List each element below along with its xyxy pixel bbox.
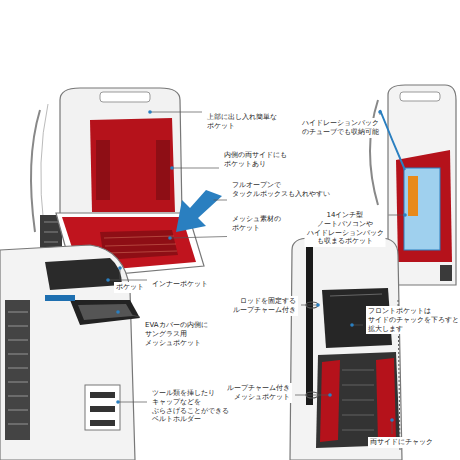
- label-anchor: ロッドを固定する ループチャーム付き: [231, 296, 298, 316]
- leader-dot: [170, 166, 174, 170]
- leader-dot: [118, 266, 122, 270]
- leader-line: [212, 200, 227, 201]
- leader-line: [118, 312, 140, 317]
- leader-dot: [328, 393, 332, 397]
- callout-label: フルオープンで タックルボックスも入れやすい: [230, 180, 332, 200]
- label-anchor: 14インチ型 ノートパソコンや ハイドレーションパック も収まるポケット: [305, 210, 386, 247]
- callout-label: ハイドレーションパック のチューブでも収納可能: [300, 118, 381, 138]
- leader-dot: [378, 110, 382, 114]
- leader-line: [118, 402, 147, 403]
- callout-label: フロントポケットは サイドのチャックを下ろすと 拡大します: [366, 306, 460, 334]
- label-anchor: インナーポケット: [150, 279, 210, 290]
- leader-dot: [210, 198, 214, 202]
- label-anchor: 上部に出し入れ簡単な ポケット: [205, 112, 279, 132]
- leader-dot: [116, 400, 120, 404]
- leader-dot: [403, 213, 407, 217]
- label-anchor: 両サイドにチャック: [368, 437, 435, 448]
- label-anchor: ポケット: [114, 282, 146, 293]
- leader-line: [301, 305, 318, 306]
- leader-line: [108, 280, 147, 281]
- callout-label: EVAカバーの内側に サングラス用 メッシュポケット: [143, 320, 210, 348]
- leader-dot: [350, 323, 354, 327]
- callout-label: メッシュ素材の ポケット: [230, 214, 283, 234]
- callout-label: 上部に出し入れ簡単な ポケット: [205, 112, 279, 132]
- callout-label: 14インチ型 ノートパソコンや ハイドレーションパック も収まるポケット: [305, 210, 386, 247]
- eva-cover-backpack: [0, 245, 140, 460]
- label-anchor: EVAカバーの内側に サングラス用 メッシュポケット: [143, 320, 210, 348]
- leader-dot: [316, 303, 320, 307]
- leader-line: [389, 215, 406, 216]
- rod-holder-backpack: [290, 228, 402, 460]
- label-anchor: ツール類を挿したり キャップなどを ぶらさげることができる ベルトホルダー: [150, 388, 231, 425]
- callout-label: 内側の両サイドにも ポケットあり: [222, 150, 289, 170]
- leader-dot: [106, 278, 110, 282]
- label-anchor: フルオープンで タックルボックスも入れやすい: [230, 180, 332, 200]
- leader-line: [170, 237, 227, 239]
- leader-line: [150, 112, 202, 113]
- callout-label: ループチャーム付き メッシュポケット: [225, 383, 292, 403]
- leader-line: [295, 395, 330, 396]
- leader-dot: [148, 110, 152, 114]
- callout-label: ツール類を挿したり キャップなどを ぶらさげることができる ベルトホルダー: [150, 388, 231, 425]
- callout-label: 両サイドにチャック: [368, 437, 435, 448]
- label-anchor: ハイドレーションパック のチューブでも収納可能: [300, 118, 381, 138]
- callout-label: インナーポケット: [150, 279, 210, 290]
- label-anchor: ループチャーム付き メッシュポケット: [225, 383, 292, 403]
- leader-dot: [390, 418, 394, 422]
- callout-label: ロッドを固定する ループチャーム付き: [231, 296, 298, 316]
- leader-dot: [168, 236, 172, 240]
- leader-dot: [116, 310, 120, 314]
- label-anchor: 内側の両サイドにも ポケットあり: [222, 150, 289, 170]
- label-anchor: メッシュ素材の ポケット: [230, 214, 283, 234]
- leader-line: [172, 168, 219, 169]
- callout-label: ポケット: [114, 282, 146, 293]
- label-anchor: フロントポケットは サイドのチャックを下ろすと 拡大します: [366, 306, 460, 334]
- leader-line: [392, 420, 393, 434]
